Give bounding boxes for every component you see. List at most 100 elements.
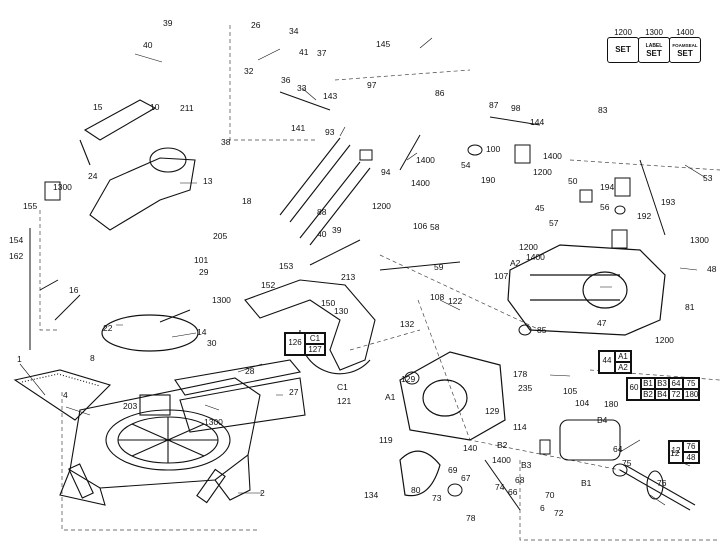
part-label: 1400 xyxy=(543,151,562,161)
part-label: 40 xyxy=(143,40,153,50)
part-label: 18 xyxy=(242,196,252,206)
part-label: 1200 xyxy=(655,335,674,345)
gearbox-housing xyxy=(399,351,506,441)
part-label: 73 xyxy=(432,493,442,503)
part-label: 1300 xyxy=(212,295,231,305)
part-label: 15 xyxy=(93,102,103,112)
part-label: 56 xyxy=(600,202,610,212)
part-label: 28 xyxy=(245,366,255,376)
part-label: 178 xyxy=(513,369,528,379)
part-label: B1 xyxy=(581,478,592,488)
part-label: 39 xyxy=(163,18,173,28)
part-label: A2 xyxy=(510,258,521,268)
part-label: 114 xyxy=(513,422,527,432)
part-label: 1400 xyxy=(411,178,430,188)
part-label: 85 xyxy=(537,325,547,335)
part-label: 93 xyxy=(325,127,335,137)
blade-guard xyxy=(244,279,376,375)
part-label: 10 xyxy=(150,102,160,112)
part-label: 69 xyxy=(448,465,458,475)
part-label: 1200 xyxy=(533,167,552,177)
part-label: 1300 xyxy=(690,235,709,245)
armature xyxy=(559,419,696,511)
part-label: 97 xyxy=(367,80,377,90)
part-label: 193 xyxy=(661,197,676,207)
dashed-group-outlines xyxy=(39,25,721,541)
part-label: 45 xyxy=(535,203,545,213)
part-label: 1300 xyxy=(204,417,223,427)
part-label: 140 xyxy=(463,443,478,453)
part-label: 33 xyxy=(297,83,307,93)
base-table xyxy=(13,369,261,506)
part-label: 122 xyxy=(448,296,463,306)
part-label: 194 xyxy=(600,182,615,192)
part-label: 76 xyxy=(657,478,667,488)
group-box-12: 12 76 48 xyxy=(668,440,700,464)
part-label: 108 xyxy=(430,292,445,302)
belt xyxy=(399,450,441,497)
part-label: 145 xyxy=(376,39,391,49)
part-label: 6 xyxy=(540,503,545,513)
part-label: 32 xyxy=(244,66,254,76)
part-label: 47 xyxy=(597,318,607,328)
part-label: 180 xyxy=(604,399,619,409)
arm-casting xyxy=(79,99,196,231)
part-label: 144 xyxy=(530,117,545,127)
part-label: 130 xyxy=(334,306,349,316)
part-label: 13 xyxy=(203,176,213,186)
part-label: 72 xyxy=(554,508,564,518)
part-label: 22 xyxy=(103,323,113,333)
part-label: 74 xyxy=(495,482,505,492)
part-label: 58 xyxy=(430,222,440,232)
part-label: 107 xyxy=(494,271,509,281)
part-label: 12 xyxy=(670,448,680,458)
part-label: 152 xyxy=(261,280,276,290)
part-label: 105 xyxy=(563,386,578,396)
part-label: 132 xyxy=(400,319,415,329)
part-label: 143 xyxy=(323,91,338,101)
part-label: 203 xyxy=(123,401,138,411)
part-label: 54 xyxy=(461,160,471,170)
legend-code: 1300 xyxy=(645,28,663,37)
part-label: 67 xyxy=(461,473,471,483)
part-label: 154 xyxy=(9,235,24,245)
part-label: 66 xyxy=(508,487,518,497)
part-label: 98 xyxy=(511,103,521,113)
part-label: 205 xyxy=(213,231,228,241)
part-label: 34 xyxy=(289,26,299,36)
part-label: 41 xyxy=(299,47,309,57)
group-box-44: 44 A1 A2 xyxy=(598,350,632,374)
part-label: 106 xyxy=(413,221,428,231)
part-label: 57 xyxy=(549,218,559,228)
part-label: 211 xyxy=(180,103,194,113)
part-label: 1400 xyxy=(526,252,545,262)
part-label: 38 xyxy=(221,137,231,147)
part-label: 1400 xyxy=(492,455,511,465)
part-label: 192 xyxy=(637,211,652,221)
part-label: 235 xyxy=(518,383,533,393)
part-label: 86 xyxy=(435,88,445,98)
part-label: 70 xyxy=(545,490,555,500)
part-label: 24 xyxy=(88,171,98,181)
part-label: 1400 xyxy=(416,155,435,165)
part-label: 129 xyxy=(401,374,416,384)
part-label: 134 xyxy=(364,490,379,500)
part-label: 68 xyxy=(515,475,525,485)
part-label: 1 xyxy=(17,354,22,364)
part-label: 80 xyxy=(411,485,421,495)
part-label: 2 xyxy=(260,488,265,498)
part-label: 119 xyxy=(379,435,393,445)
part-label: 30 xyxy=(207,338,217,348)
part-label: 100 xyxy=(486,144,501,154)
part-label: 36 xyxy=(281,75,291,85)
part-label: 50 xyxy=(568,176,578,186)
fence xyxy=(139,359,306,433)
part-label: 87 xyxy=(489,100,499,110)
part-label: B4 xyxy=(597,415,608,425)
part-label: 14 xyxy=(197,327,207,337)
